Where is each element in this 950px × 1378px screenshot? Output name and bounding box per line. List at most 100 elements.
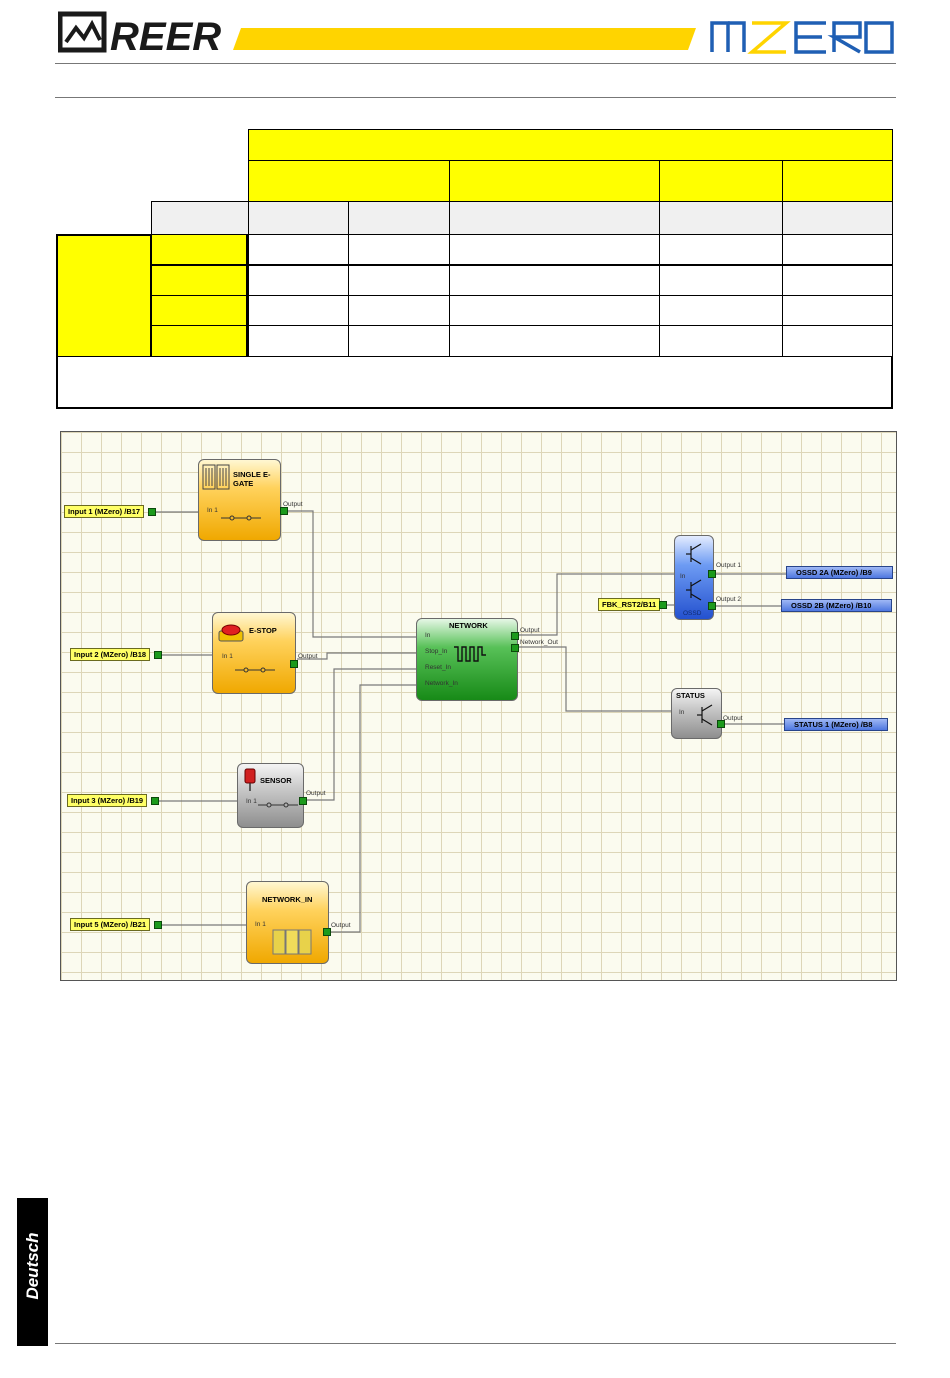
terminal	[151, 797, 159, 805]
brand-stripe	[233, 28, 696, 50]
terminal	[511, 632, 519, 640]
table-cell	[449, 325, 660, 357]
gate-icon	[202, 464, 230, 490]
table-row-header	[151, 295, 249, 326]
reer-logo: REER	[57, 10, 233, 59]
table-subheader-cell	[348, 201, 450, 235]
pin-label: In 1	[246, 798, 257, 805]
pin-label: Network_Out	[520, 639, 558, 646]
table-header-cell	[782, 160, 893, 202]
output-tag[interactable]: OSSD 2A (MZero) /B9	[786, 566, 893, 579]
table-header-cell	[248, 160, 450, 202]
input-tag[interactable]: Input 1 (MZero) /B17	[64, 505, 145, 518]
switch-icon	[221, 515, 261, 521]
table-cell	[248, 295, 349, 326]
input-tag[interactable]: FBK_RST2/B11	[598, 598, 661, 611]
language-tab-label: Deutsch	[23, 1232, 42, 1300]
block-title: OSSD	[683, 610, 702, 617]
wire	[287, 510, 418, 638]
pin-label: Reset_In	[425, 664, 452, 671]
header-rule	[55, 63, 896, 64]
pin-label: Network_In	[425, 680, 458, 687]
sensor-icon	[244, 768, 256, 791]
pin-label: In	[680, 573, 686, 580]
table-subheader-cell	[151, 201, 249, 235]
wire	[515, 573, 679, 636]
table-footer	[56, 356, 893, 409]
pin-label: Output	[723, 715, 743, 722]
switch-icon	[258, 802, 298, 808]
pin-label: Stop_In	[425, 648, 448, 655]
table-header-cell	[449, 160, 660, 202]
input-tag[interactable]: Input 3 (MZero) /B19	[67, 794, 148, 807]
table-subheader-cell	[782, 201, 893, 235]
terminal	[708, 570, 716, 578]
transistor-icon	[697, 704, 713, 726]
pin-label: Output	[520, 627, 540, 634]
output-tag[interactable]: OSSD 2B (MZero) /B10	[781, 599, 892, 612]
pin-label: Output 2	[716, 596, 741, 603]
terminal	[717, 720, 725, 728]
network-in-block[interactable]: NETWORK_IN In 1	[246, 881, 329, 964]
table-cell	[248, 265, 349, 296]
mzero-logo	[708, 20, 896, 54]
block-title: SENSOR	[260, 776, 292, 785]
table-cell	[782, 234, 893, 265]
input-tag[interactable]: Input 5 (MZero) /B21	[70, 918, 151, 931]
input-tag[interactable]: Input 2 (MZero) /B18	[70, 648, 151, 661]
table-cell	[782, 295, 893, 326]
table-header-top	[248, 129, 893, 161]
table-cell	[782, 325, 893, 357]
table-cell	[348, 234, 450, 265]
table-row-header	[151, 265, 249, 296]
terminal	[299, 797, 307, 805]
estop-block[interactable]: E-STOP In 1	[212, 612, 296, 694]
section-rule	[55, 97, 896, 98]
table-cell	[348, 295, 450, 326]
table-cell	[659, 325, 783, 357]
table-cell	[248, 234, 349, 265]
table-cell	[449, 265, 660, 296]
transistor-icon	[686, 543, 702, 601]
wires	[156, 507, 792, 933]
logic-diagram: Input 1 (MZero) /B17 Input 2 (MZero) /B1…	[60, 431, 897, 981]
table-cell	[449, 234, 660, 265]
terminal	[659, 601, 667, 609]
table-cell	[348, 325, 450, 357]
pin-label: Output	[331, 922, 351, 929]
table-header-cell	[659, 160, 783, 202]
language-tab[interactable]: Deutsch	[17, 1198, 48, 1346]
pin-label: Output 1	[716, 562, 741, 569]
estop-icon	[218, 624, 244, 642]
wire	[297, 652, 418, 660]
table-cell	[348, 265, 450, 296]
table-cell	[449, 295, 660, 326]
terminal	[323, 928, 331, 936]
network-block[interactable]: NETWORK In Stop_In Reset_In Network_In	[416, 618, 518, 701]
block-title: SINGLE E-GATE	[233, 470, 271, 488]
block-title: NETWORK_IN	[262, 895, 313, 904]
module-icon	[272, 929, 312, 955]
table-cell	[248, 325, 349, 357]
table-cell	[659, 265, 783, 296]
pin-label: Output	[306, 790, 326, 797]
single-egate-block[interactable]: SINGLE E-GATE In 1	[198, 459, 281, 541]
status-block[interactable]: STATUS In	[671, 688, 722, 739]
table-subheader-cell	[248, 201, 349, 235]
pin-label: Output	[283, 501, 303, 508]
terminal	[708, 602, 716, 610]
table-cell	[659, 295, 783, 326]
pin-label: In	[679, 709, 685, 716]
pin-label: In	[425, 632, 431, 639]
wire	[515, 646, 675, 712]
pin-label: In 1	[222, 653, 233, 660]
terminal	[154, 921, 162, 929]
wire	[330, 684, 418, 933]
output-tag[interactable]: STATUS 1 (MZero) /B8	[784, 718, 888, 731]
pin-label: In 1	[255, 921, 266, 928]
table-subheader-cell	[659, 201, 783, 235]
network-icon	[454, 646, 486, 662]
reer-logo-text: REER	[110, 15, 221, 55]
sensor-block[interactable]: SENSOR In 1	[237, 763, 304, 828]
switch-icon	[235, 667, 275, 673]
